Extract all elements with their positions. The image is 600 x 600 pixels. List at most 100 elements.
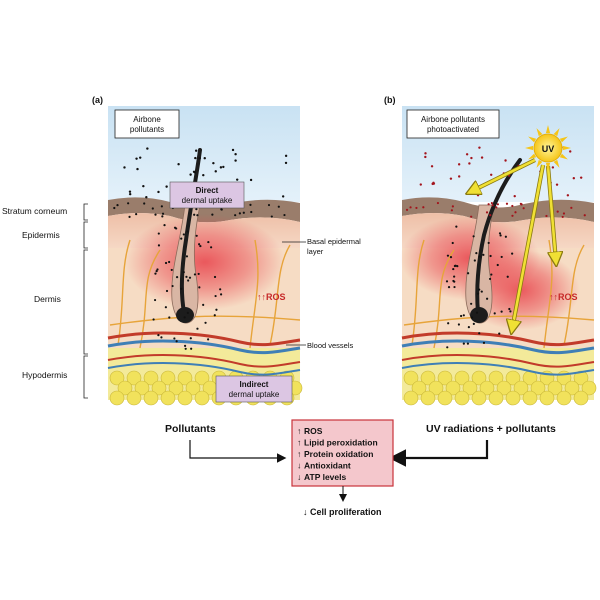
pollutant-particle — [214, 294, 217, 298]
pollutant-particle — [222, 165, 225, 169]
pollutant-particle — [432, 181, 435, 185]
pollutant-particle — [451, 205, 454, 208]
pollutant-particle — [569, 150, 572, 153]
pollutant-particle — [231, 148, 235, 152]
fat-cell — [471, 390, 487, 406]
fat-cell — [573, 370, 589, 386]
fat-cell — [522, 390, 538, 406]
pollutant-particle — [249, 203, 252, 206]
pollutant-particle — [202, 173, 205, 177]
pollutant-particle — [198, 286, 201, 289]
fat-cell — [420, 370, 436, 386]
panel-a-direct-box — [169, 181, 245, 209]
pollutant-particle — [164, 261, 168, 265]
pollutant-particle — [180, 287, 183, 290]
pollutant-particle — [511, 214, 514, 217]
pollutant-particle — [152, 318, 155, 321]
fat-cell — [109, 390, 125, 406]
pollutant-particle — [424, 152, 427, 155]
pollutant-particle — [128, 190, 132, 193]
sun-ray — [559, 136, 568, 143]
pollutant-particle — [213, 275, 217, 279]
pollutant-particle — [455, 225, 458, 228]
pollutant-particle — [156, 268, 159, 271]
pollutant-particle — [475, 252, 478, 255]
fat-cell — [126, 390, 142, 406]
pollutant-particle — [267, 203, 271, 207]
pollutant-particle — [514, 211, 517, 214]
uv-ray-3 — [546, 165, 556, 262]
pollutant-particle — [207, 338, 210, 341]
layer-labels: Stratum corneum Epidermis Dermis Hypoder… — [2, 203, 88, 399]
pollutant-particle — [490, 273, 493, 276]
pollutant-particle — [182, 271, 185, 274]
panel-a-source-box — [114, 109, 180, 139]
fat-cell — [505, 370, 521, 386]
pollutant-particle — [491, 204, 494, 207]
fat-cell — [126, 370, 142, 386]
pollutant-particle — [460, 314, 463, 318]
pollutant-particle — [561, 215, 564, 219]
panel-b-source-box — [406, 109, 500, 139]
pollutant-particle — [116, 204, 119, 207]
pollutant-particle — [478, 332, 481, 335]
pollutant-particle — [446, 254, 450, 257]
panel-b-pollutant-particles — [405, 146, 586, 349]
fat-cell — [185, 380, 201, 396]
fat-cell — [143, 370, 159, 386]
panel-b-ros-arrows: ↑↑ — [549, 292, 558, 302]
pollutant-particle — [452, 279, 455, 283]
pollutant-particle — [430, 165, 434, 168]
pollutant-particle — [151, 207, 154, 210]
sun-ray — [553, 159, 560, 168]
fat-cell — [581, 380, 597, 396]
pollutant-particle — [453, 285, 456, 289]
pollutant-particle — [184, 347, 187, 350]
panel-b-source-line2: photoactivated — [427, 125, 479, 134]
pollutant-particle — [493, 312, 496, 315]
pollutant-particle — [495, 206, 498, 209]
fat-cell — [505, 390, 521, 406]
fat-cell — [496, 380, 512, 396]
pollutant-particle — [409, 206, 412, 209]
pollutant-particle — [277, 205, 280, 208]
effect-item: ROS — [304, 426, 323, 436]
pollutant-particle — [136, 167, 139, 171]
pollutant-particle — [143, 202, 146, 205]
pollutant-particle — [490, 173, 493, 176]
pollutant-particle — [462, 342, 465, 345]
pollutant-particle — [157, 232, 160, 235]
pollutant-particle — [175, 340, 178, 343]
pollutant-particle — [513, 194, 516, 198]
pollutant-particle — [203, 157, 206, 160]
pollutant-particle — [566, 194, 570, 197]
panel-a-follicle — [171, 204, 201, 324]
pollutant-particle — [511, 204, 514, 208]
fat-cell — [151, 380, 167, 396]
pollutant-particle — [489, 254, 492, 258]
pollutant-particle — [476, 292, 480, 295]
fat-cell — [160, 390, 176, 406]
pollutant-particle — [480, 290, 483, 293]
flow-right-arrow — [388, 440, 489, 467]
panel-a-indirect-line1: Indirect — [240, 380, 269, 389]
pollutant-particle — [219, 293, 223, 296]
panel-b-blood-vessels — [401, 331, 595, 376]
flow-left-label: Pollutants — [165, 423, 216, 435]
pollutant-particle — [499, 234, 502, 237]
pollutant-particle — [186, 230, 189, 233]
effect-arrow: ↑ — [297, 426, 301, 436]
panel-b-source-line1: Airbone pollutants — [421, 115, 485, 124]
effect-arrow: ↓ — [297, 461, 301, 471]
pollutant-particle — [482, 341, 486, 344]
pollutant-particle — [449, 255, 453, 259]
fat-cell — [488, 370, 504, 386]
pollutant-particle — [154, 213, 157, 216]
pollutant-particle — [486, 297, 489, 300]
pollutant-particle — [482, 253, 485, 256]
sun-ray — [536, 128, 543, 137]
fat-cell — [403, 390, 419, 406]
pollutant-particle — [157, 334, 160, 337]
pollutant-particle — [453, 264, 456, 268]
pollutant-particle — [177, 163, 180, 166]
